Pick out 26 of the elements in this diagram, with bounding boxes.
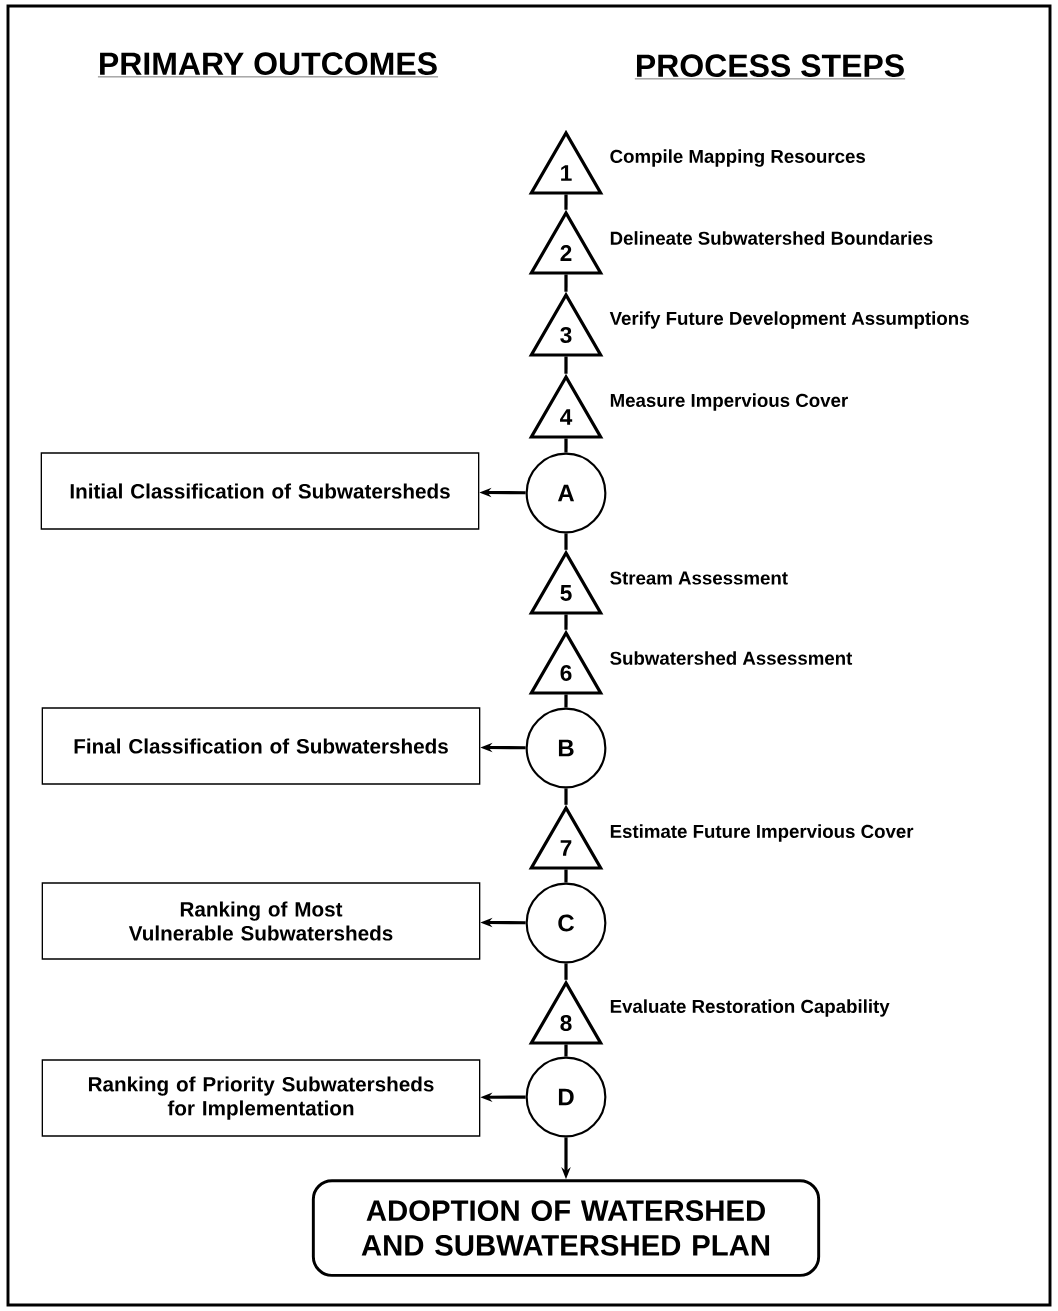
connector — [564, 869, 568, 883]
connector — [564, 963, 568, 980]
connector — [564, 614, 568, 630]
step-label: Delineate Subwatershed Boundaries — [610, 231, 933, 245]
step-label: Subwatershed Assessment — [610, 651, 853, 665]
connector — [564, 356, 568, 374]
step-label: Estimate Future Impervious Cover — [610, 824, 914, 842]
step-label: Evaluate Restoration Capability — [610, 999, 890, 1017]
final-outcome-box: ADOPTION OF WATERSHED AND SUBWATERSHED PLAN — [311, 1179, 821, 1277]
step-label: Stream Assessment — [610, 571, 788, 585]
step-label: Compile Mapping Resources — [610, 149, 866, 167]
column-heading: PROCESS STEPS — [634, 54, 906, 80]
step-label: Verify Future Development Assumptions — [609, 311, 969, 329]
outcome-box: Initial Classification of Subwatersheds — [40, 452, 480, 530]
column-heading: PRIMARY OUTCOMES — [97, 52, 439, 78]
connector — [564, 194, 568, 210]
connector — [564, 694, 568, 708]
connector — [564, 533, 568, 550]
outcome-box: Ranking of Priority Subwatersheds for Implementation — [41, 1059, 481, 1137]
connector — [564, 438, 568, 453]
step-label: Measure Impervious Cover — [610, 393, 848, 411]
connector — [564, 788, 568, 805]
connector — [564, 1044, 568, 1057]
outcome-box: Ranking of Most Vulnerable Subwatersheds — [41, 882, 481, 960]
connector — [564, 274, 568, 292]
outcome-box: Final Classification of Subwatersheds — [41, 707, 481, 785]
